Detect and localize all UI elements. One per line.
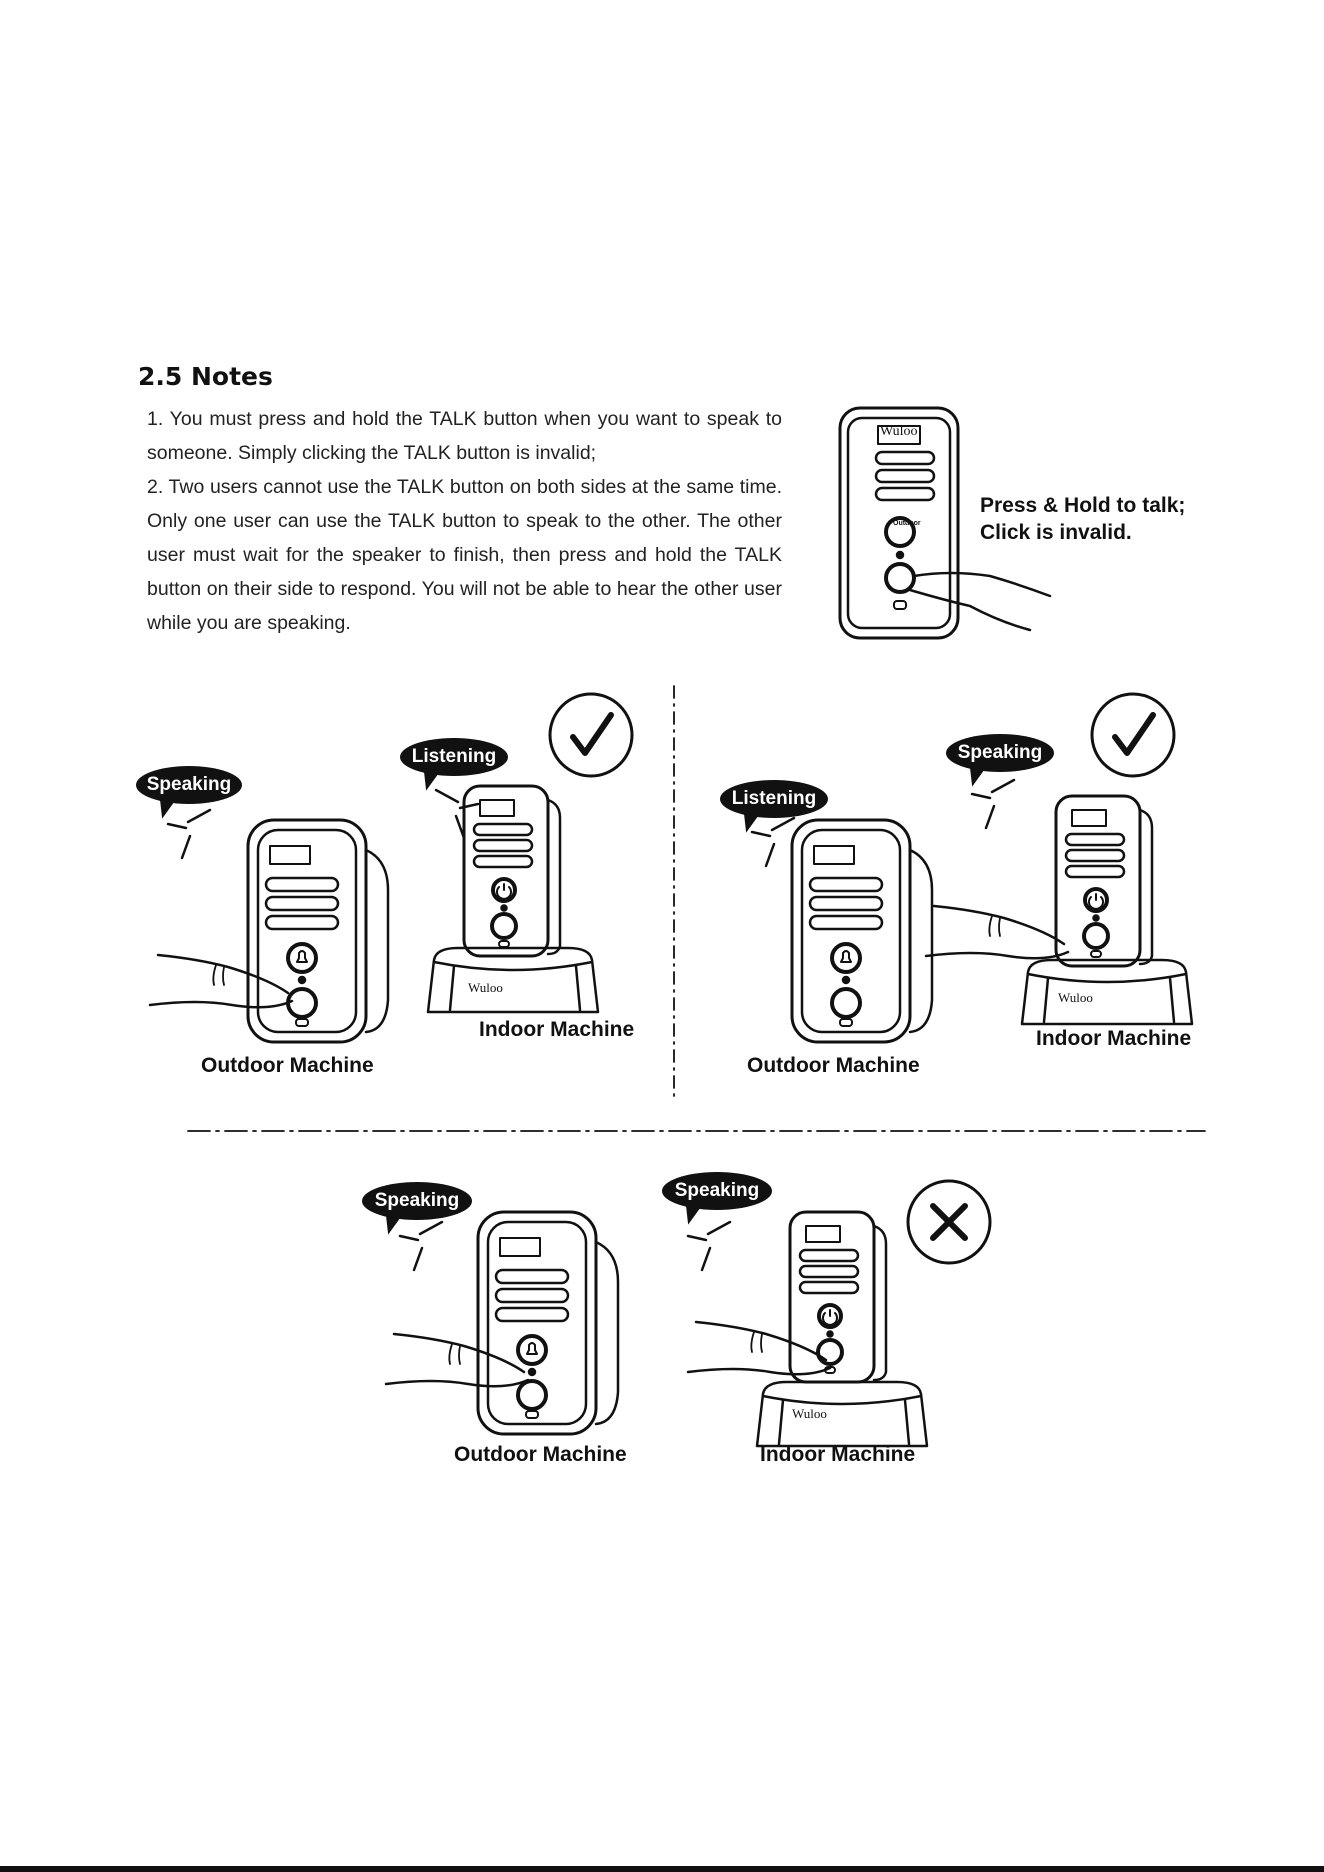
- callout-line-1: Press & Hold to talk;: [980, 494, 1186, 517]
- page-bottom-border: [0, 1866, 1324, 1872]
- label-outdoor-2: Outdoor Machine: [747, 1054, 920, 1077]
- callout-device: [838, 406, 1052, 640]
- note-2: 2. Two users cannot use the TALK button …: [147, 476, 782, 634]
- note-1: 1. You must press and hold the TALK butt…: [147, 408, 782, 464]
- stand-brand-2: Wuloo: [1058, 990, 1093, 1005]
- bubble-speaking-4: Speaking: [662, 1172, 772, 1210]
- stand-brand-3: Wuloo: [792, 1406, 827, 1421]
- bubble-speaking-2: Speaking: [946, 734, 1054, 772]
- callout-line-2: Click is invalid.: [980, 521, 1132, 544]
- bubble-speaking-1: Speaking: [136, 766, 242, 804]
- bubble-listening-2: Listening: [720, 780, 828, 818]
- outdoor-tag: Outdoor: [893, 520, 921, 527]
- bubble-speaking-3: Speaking: [362, 1182, 472, 1220]
- notes-body: 1. You must press and hold the TALK butt…: [147, 402, 782, 640]
- stand-brand: Wuloo: [468, 980, 503, 995]
- section-title: 2.5 Notes: [138, 362, 273, 391]
- label-indoor-1: Indoor Machine: [479, 1018, 635, 1041]
- brand-logo: Wuloo: [880, 424, 918, 439]
- press-hold-callout: Press & Hold to talk; Click is invalid.: [980, 492, 1185, 546]
- label-outdoor-1: Outdoor Machine: [201, 1054, 374, 1077]
- label-indoor-2: Indoor Machine: [1036, 1027, 1192, 1050]
- bubble-listening-1: Listening: [400, 738, 508, 776]
- label-outdoor-3: Outdoor Machine: [454, 1443, 627, 1466]
- label-indoor-3: Indoor Machine: [760, 1443, 916, 1466]
